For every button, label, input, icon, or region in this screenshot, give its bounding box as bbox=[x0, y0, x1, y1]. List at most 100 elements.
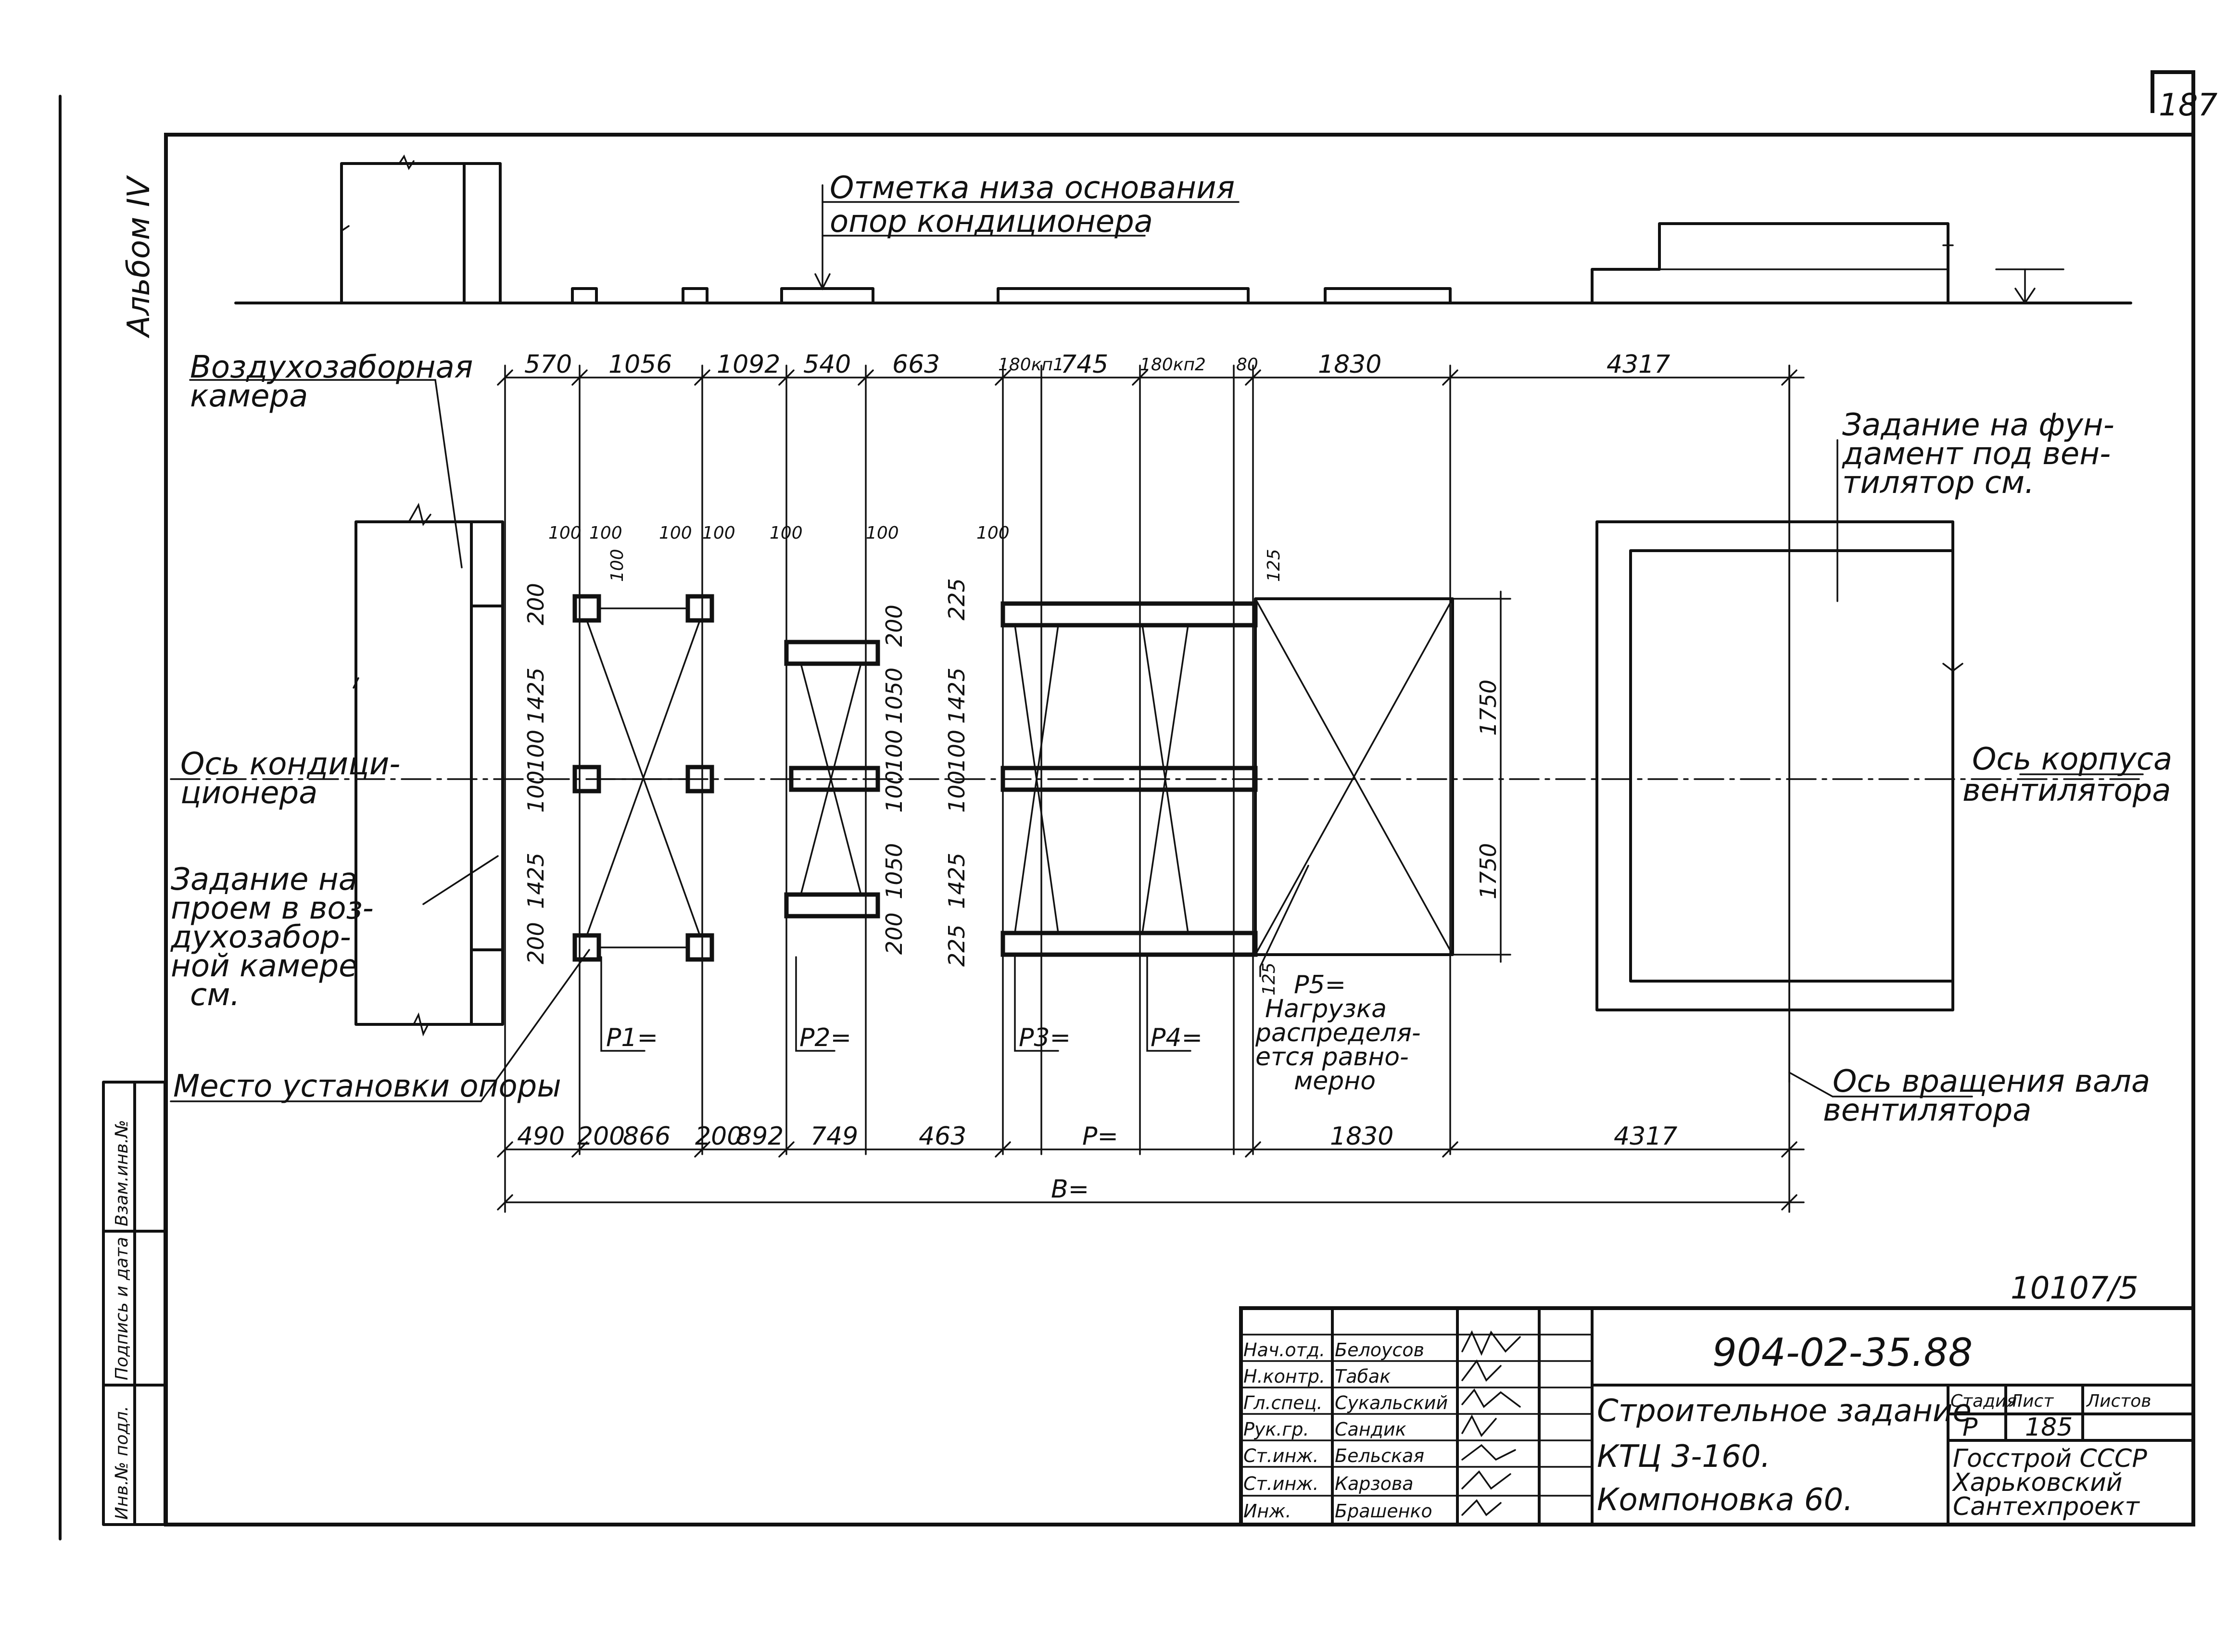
support-group-2 bbox=[784, 640, 880, 919]
p5-note-4: ется равно- bbox=[1255, 1043, 1409, 1072]
stage-header: Стадия bbox=[1950, 1391, 2017, 1411]
top-dim-3: 1092 bbox=[717, 350, 780, 379]
opening-task-1: Задание на bbox=[171, 862, 357, 897]
vdim-g3-1: 225 bbox=[944, 578, 970, 620]
org-line-1: Госстрой СССР bbox=[1953, 1444, 2147, 1473]
role-5: Ст.инж. bbox=[1243, 1445, 1319, 1466]
vdim-fan-1: 1750 bbox=[1475, 680, 1501, 736]
role-3: Гл.спец. bbox=[1243, 1392, 1323, 1413]
foundation-task-1: Задание на фун- bbox=[1842, 407, 2114, 443]
stage-value: Р bbox=[1962, 1413, 1978, 1442]
bottom-dim-10: 4317 bbox=[1614, 1122, 1677, 1151]
sheet-value: 185 bbox=[2025, 1413, 2073, 1442]
load-p2: P2= bbox=[799, 1023, 851, 1052]
p5-note-5: мерно bbox=[1294, 1067, 1376, 1096]
bottom-dim-1: 490 bbox=[517, 1122, 565, 1151]
top-dim-11: 4317 bbox=[1607, 350, 1670, 379]
vdim-g1-5: 1425 bbox=[523, 853, 549, 909]
album-label: Альбом IV bbox=[121, 175, 157, 339]
support-group-1 bbox=[572, 594, 714, 962]
opening-task-4: ной камере bbox=[171, 948, 357, 984]
vdim-g2-4: 100 bbox=[881, 770, 907, 813]
vdim-g3-3: 100 bbox=[944, 730, 970, 772]
role-6: Ст.инж. bbox=[1243, 1473, 1319, 1494]
vdim-g1-4: 100 bbox=[523, 770, 549, 813]
bottom-dim-5: 892 bbox=[736, 1122, 784, 1151]
org-line-2: Харьковский bbox=[1951, 1468, 2123, 1497]
load-p1: P1= bbox=[606, 1023, 658, 1052]
opening-task-3: духозабор- bbox=[170, 920, 351, 955]
vdim-g2-3: 100 bbox=[881, 730, 907, 772]
load-p4: P4= bbox=[1151, 1023, 1202, 1052]
fan-housing bbox=[1595, 520, 1963, 1011]
top-dim-6: 180кп1 bbox=[998, 355, 1064, 375]
opening-task-5: см. bbox=[190, 977, 240, 1013]
side-stamp: Инв.№ подл. Подпись и дата Взам.инв.№ bbox=[102, 1081, 166, 1526]
stamp-replace: Взам.инв.№ bbox=[112, 1120, 132, 1226]
opening-task-2: проем в воз- bbox=[171, 891, 374, 926]
small-dim-1: 100 bbox=[548, 523, 582, 543]
vdim-g2-5: 1050 bbox=[881, 843, 907, 899]
vdim-g3-5: 1425 bbox=[944, 853, 970, 909]
title-line-1: Строительное задание bbox=[1597, 1393, 1972, 1429]
top-dimensions: 570 1056 1092 540 663 180кп1 745 180кп2 … bbox=[524, 350, 1670, 379]
drawing-code: 904-02-35.88 bbox=[1712, 1330, 1973, 1375]
vdim-g2-1: 200 bbox=[881, 605, 907, 647]
bottom-dim-4: 200 bbox=[695, 1122, 743, 1151]
signatures bbox=[1461, 1330, 1521, 1516]
small-dim-4: 100 bbox=[702, 523, 735, 543]
sheet-number: 187 bbox=[2159, 88, 2217, 123]
small-dim-9: 125 bbox=[1264, 549, 1284, 582]
total-dim: B= bbox=[1051, 1175, 1089, 1204]
vdim-g3-2: 1425 bbox=[944, 668, 970, 724]
title-line-2: КТЦ 3-160. bbox=[1597, 1439, 1771, 1475]
intake-chamber-label-1: Воздухозаборная bbox=[190, 350, 473, 385]
name-6: Карзова bbox=[1335, 1473, 1414, 1494]
small-dim-8: 100 bbox=[607, 549, 627, 582]
vdim-g1-6: 200 bbox=[523, 922, 549, 964]
small-dim-2: 100 bbox=[589, 523, 622, 543]
bottom-dim-8: P= bbox=[1082, 1122, 1118, 1151]
p5-note-3: распределя- bbox=[1255, 1019, 1421, 1047]
name-2: Табак bbox=[1335, 1366, 1391, 1387]
foundation-task-2: дамент под вен- bbox=[1842, 436, 2111, 472]
top-dim-8: 180кп2 bbox=[1140, 355, 1206, 375]
bottom-dim-9: 1830 bbox=[1330, 1122, 1393, 1151]
vdim-g3-6: 225 bbox=[944, 924, 970, 967]
conditioner-axis-2: ционера bbox=[180, 775, 317, 811]
name-3: Сукальский bbox=[1335, 1392, 1448, 1413]
base-mark-label-2: опор кондиционера bbox=[830, 204, 1153, 240]
fan-shaft-axis-2: вентилятора bbox=[1823, 1093, 2032, 1128]
role-1: Нач.отд. bbox=[1243, 1339, 1325, 1361]
dimension-lines bbox=[497, 365, 1805, 1213]
stamp-sign: Подпись и дата bbox=[112, 1237, 132, 1380]
role-4: Рук.гр. bbox=[1243, 1419, 1309, 1440]
vdim-g1-3: 100 bbox=[523, 730, 549, 772]
small-dim-6: 100 bbox=[866, 523, 899, 543]
top-dim-2: 1056 bbox=[608, 350, 672, 379]
base-mark-label-1: Отметка низа основания bbox=[830, 170, 1235, 206]
title-block: 10107/5 Нач.отд. Н.контр. Гл.спец. Рук.г… bbox=[1239, 1271, 2195, 1526]
annotations: Воздухозаборная камера Задание на фун- д… bbox=[170, 350, 2172, 1128]
fan-body-axis-1: Ось корпуса bbox=[1972, 742, 2172, 777]
small-dim-5: 100 bbox=[770, 523, 803, 543]
vdim-g2-6: 200 bbox=[881, 912, 907, 955]
p5-note-1: P5= bbox=[1294, 971, 1346, 999]
support-place-label: Место установки опоры bbox=[173, 1069, 561, 1104]
top-dim-7: 745 bbox=[1061, 350, 1108, 379]
small-dim-3: 100 bbox=[659, 523, 692, 543]
fan-base bbox=[1254, 591, 1511, 963]
bottom-dim-2: 200 bbox=[577, 1122, 625, 1151]
top-dim-4: 540 bbox=[803, 350, 851, 379]
role-2: Н.контр. bbox=[1243, 1366, 1325, 1387]
vdim-g1-2: 1425 bbox=[523, 668, 549, 724]
name-1: Белоусов bbox=[1335, 1339, 1424, 1361]
role-7: Инж. bbox=[1243, 1501, 1291, 1522]
bottom-dim-3: 866 bbox=[623, 1122, 671, 1151]
p5-note-2: Нагрузка bbox=[1265, 995, 1387, 1023]
small-dim-7: 100 bbox=[976, 523, 1010, 543]
name-5: Бельская bbox=[1335, 1445, 1424, 1466]
load-markers: P1= P2= P3= P4= bbox=[600, 956, 1202, 1052]
sheet-header: Лист bbox=[2009, 1391, 2054, 1411]
